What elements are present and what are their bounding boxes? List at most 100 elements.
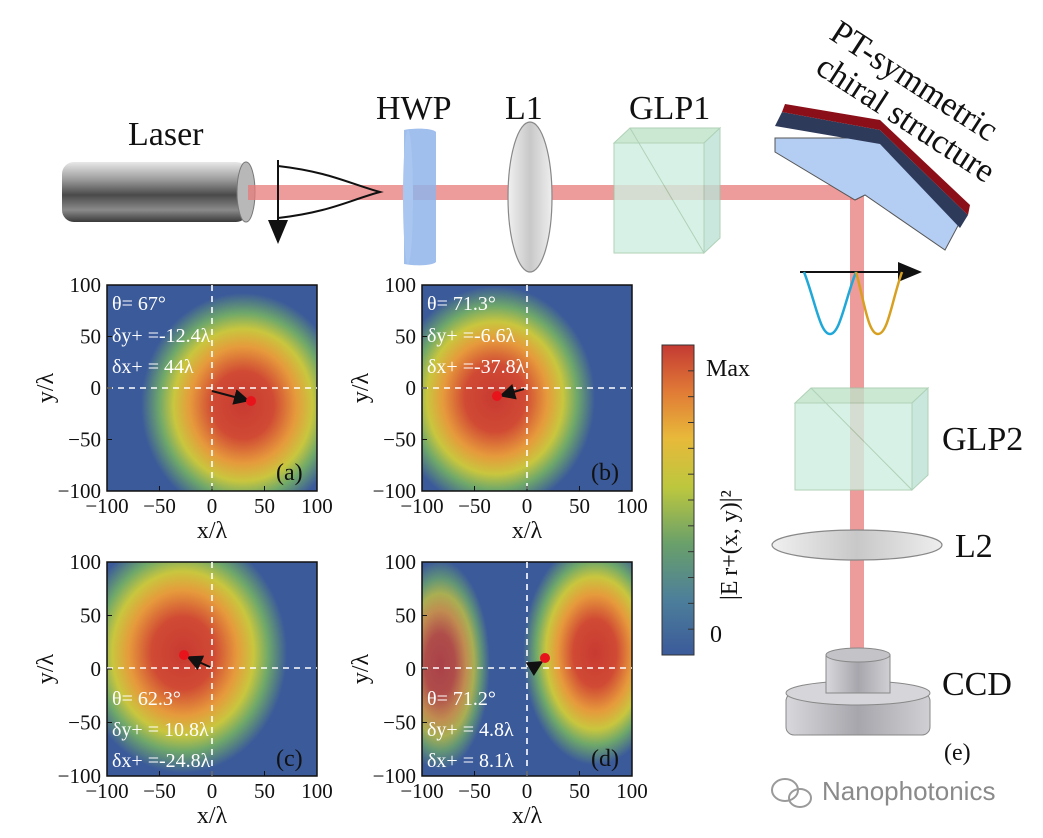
y-tick-label: −100 xyxy=(58,764,101,788)
corner-watermark: 大数跨境 xyxy=(10,807,136,831)
x-tick-label: 100 xyxy=(301,494,333,518)
colorbar xyxy=(661,344,695,656)
l1-label: L1 xyxy=(505,90,543,127)
x-tick-label: 50 xyxy=(254,494,275,518)
panel-label-b: (b) xyxy=(591,460,619,486)
panel-label-d: (d) xyxy=(591,746,619,772)
y-tick-label: 50 xyxy=(395,604,416,628)
panel-d-dx: δx+ = 8.1λ xyxy=(427,750,514,772)
panel-d-dy: δy+ = 4.8λ xyxy=(427,719,514,741)
axis-ticks: −100 −50 0 50 100 100 50 0 −50 −100 x/λ y/λ −100 −50 0… xyxy=(33,273,648,829)
beam-horizontal xyxy=(248,185,858,200)
x-axis-label: x/λ xyxy=(512,518,543,544)
y-tick-label: 0 xyxy=(91,657,102,681)
lens-l1 xyxy=(507,121,553,273)
x-tick-label: 50 xyxy=(569,494,590,518)
panel-a-dy: δy+ =-12.4λ xyxy=(112,325,211,347)
y-tick-label: −50 xyxy=(383,711,416,735)
centroid-dot-c xyxy=(179,650,189,660)
centroid-dot-a xyxy=(246,396,256,406)
y-axis-label: y/λ xyxy=(348,372,374,403)
glp1-label: GLP1 xyxy=(629,90,710,127)
colorbar-min-label: 0 xyxy=(710,622,722,648)
heatmap-panel-c xyxy=(106,561,318,777)
gaussian-profile xyxy=(268,160,384,244)
heatmap-panel-d xyxy=(421,561,633,777)
x-tick-label: 100 xyxy=(616,779,648,803)
y-tick-label: −100 xyxy=(373,764,416,788)
panel-c-dx: δx+ =-24.8λ xyxy=(112,750,211,772)
x-tick-label: −50 xyxy=(458,779,491,803)
x-tick-label: 50 xyxy=(569,779,590,803)
x-tick-label: −50 xyxy=(143,779,176,803)
shifted-profiles xyxy=(800,262,922,336)
x-tick-label: 0 xyxy=(207,779,218,803)
x-tick-label: 0 xyxy=(522,779,533,803)
x-tick-label: −100 xyxy=(85,494,128,518)
panel-b-dy: δy+ =-6.6λ xyxy=(427,325,516,347)
pt-symmetric-chiral-structure xyxy=(774,104,970,251)
x-tick-label: −100 xyxy=(400,494,443,518)
centroid-dot-b xyxy=(492,391,502,401)
heatmap-panel-a xyxy=(106,284,318,492)
y-tick-label: −50 xyxy=(68,711,101,735)
y-tick-label: 0 xyxy=(406,376,417,400)
laser-label: Laser xyxy=(128,116,204,153)
half-wave-plate xyxy=(403,128,436,266)
y-tick-label: −100 xyxy=(58,479,101,503)
y-tick-label: 50 xyxy=(80,604,101,628)
y-tick-label: 50 xyxy=(395,325,416,349)
centroid-dot-d xyxy=(540,653,550,663)
y-tick-label: 100 xyxy=(70,550,102,574)
glp2-label: GLP2 xyxy=(942,421,1023,458)
colorbar-title: |E r+(x, y)|² xyxy=(717,490,743,600)
y-axis-label: y/λ xyxy=(348,653,374,684)
ccd-label: CCD xyxy=(942,666,1012,703)
y-axis-label: y/λ xyxy=(33,653,59,684)
y-tick-label: 50 xyxy=(80,325,101,349)
x-tick-label: 100 xyxy=(301,779,333,803)
x-tick-label: −100 xyxy=(400,779,443,803)
y-tick-label: −50 xyxy=(68,428,101,452)
heatmap-panel-b xyxy=(421,284,633,492)
x-tick-label: −50 xyxy=(458,494,491,518)
x-axis-label: x/λ xyxy=(197,803,228,829)
x-axis-label: x/λ xyxy=(197,518,228,544)
x-tick-label: −100 xyxy=(85,779,128,803)
laser xyxy=(62,161,256,223)
panel-label-c: (c) xyxy=(276,746,303,772)
x-tick-label: 0 xyxy=(207,494,218,518)
y-tick-label: 100 xyxy=(385,550,417,574)
ccd-camera xyxy=(785,647,931,736)
colorbar-max-label: Max xyxy=(706,356,750,382)
y-tick-label: 100 xyxy=(385,273,417,297)
profile-left-wave xyxy=(802,271,858,336)
y-tick-label: −50 xyxy=(383,428,416,452)
panel-label-a: (a) xyxy=(276,460,303,486)
panel-b-theta: θ= 71.3° xyxy=(427,293,496,315)
x-tick-label: 0 xyxy=(522,494,533,518)
panel-b-dx: δx+ =-37.8λ xyxy=(427,356,526,378)
panel-d-theta: θ= 71.2° xyxy=(427,688,496,710)
wechat-icon xyxy=(771,778,812,808)
panel-c-dy: δy+ = 10.8λ xyxy=(112,719,209,741)
panel-a-theta: θ= 67° xyxy=(112,293,166,315)
profile-right-wave xyxy=(854,271,904,336)
x-tick-label: 100 xyxy=(616,494,648,518)
y-tick-label: −100 xyxy=(373,479,416,503)
y-axis-label: y/λ xyxy=(33,372,59,403)
watermark-nanophotonics: Nanophotonics xyxy=(822,776,995,806)
glan-laser-polarizer-2 xyxy=(793,386,930,492)
y-tick-label: 0 xyxy=(406,657,417,681)
x-axis-label: x/λ xyxy=(512,803,543,829)
y-tick-label: 0 xyxy=(91,376,102,400)
x-tick-label: −50 xyxy=(143,494,176,518)
panel-label-e: (e) xyxy=(944,740,971,766)
panel-a-dx: δx+ = 44λ xyxy=(112,356,194,378)
svg-text:大数跨境: 大数跨境 xyxy=(56,807,136,831)
hwp-label: HWP xyxy=(376,90,452,127)
y-tick-label: 100 xyxy=(70,273,102,297)
panel-c-theta: θ= 62.3° xyxy=(112,688,181,710)
glan-laser-polarizer-1 xyxy=(612,126,722,255)
